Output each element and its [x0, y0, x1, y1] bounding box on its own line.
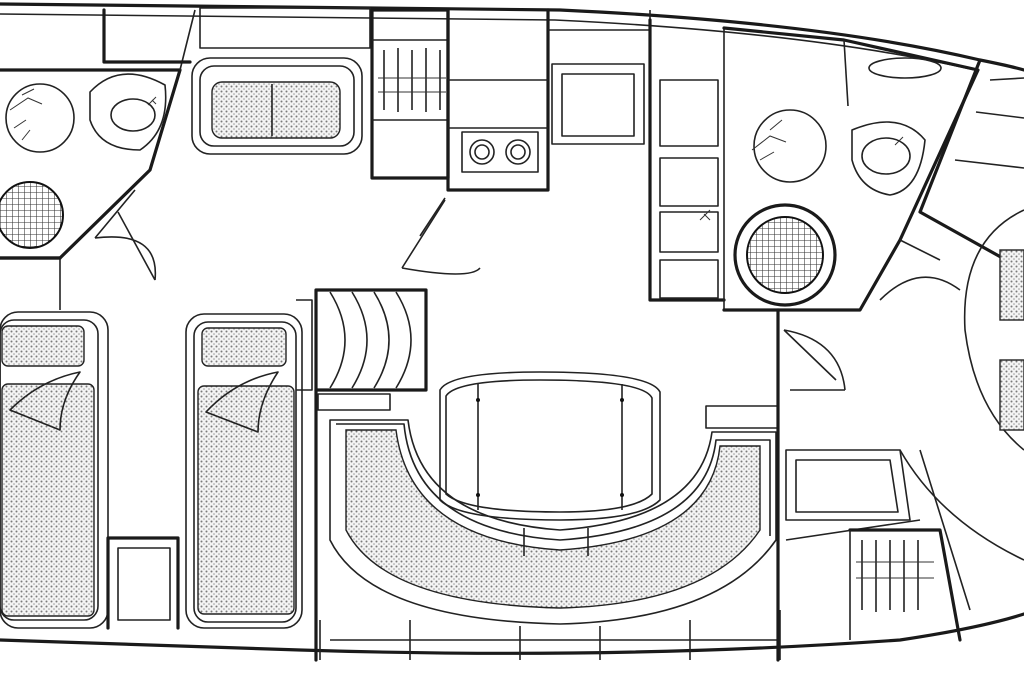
forward-cabin-starboard — [185, 299, 313, 629]
hanging-locker — [370, 8, 450, 180]
aft-hanging-locker — [848, 528, 962, 642]
aft-sink-icon — [861, 137, 911, 175]
companionway-steps — [314, 288, 428, 392]
nav-station — [785, 449, 921, 541]
forward-head — [0, 9, 196, 310]
aft-door — [783, 329, 846, 391]
forward-cabin-port — [0, 256, 180, 630]
stove-burner-icon — [469, 139, 495, 165]
aft-shower-drain-icon — [746, 216, 824, 294]
bathtub — [191, 57, 363, 155]
aft-head — [722, 26, 980, 312]
forward-sink-icon — [110, 98, 156, 132]
aft-portlight-icon — [868, 57, 942, 79]
forward-door — [401, 197, 481, 275]
forward-toilet-icon — [5, 83, 75, 153]
forward-shower-drain-icon — [0, 181, 64, 249]
galley-sink — [551, 63, 645, 145]
stove-top — [461, 131, 539, 173]
master-cabin — [899, 58, 1024, 611]
forward-locker — [102, 7, 371, 64]
stove-burner-icon — [505, 139, 531, 165]
aft-toilet-icon — [753, 109, 827, 183]
galley — [446, 8, 726, 310]
saloon — [314, 308, 781, 662]
